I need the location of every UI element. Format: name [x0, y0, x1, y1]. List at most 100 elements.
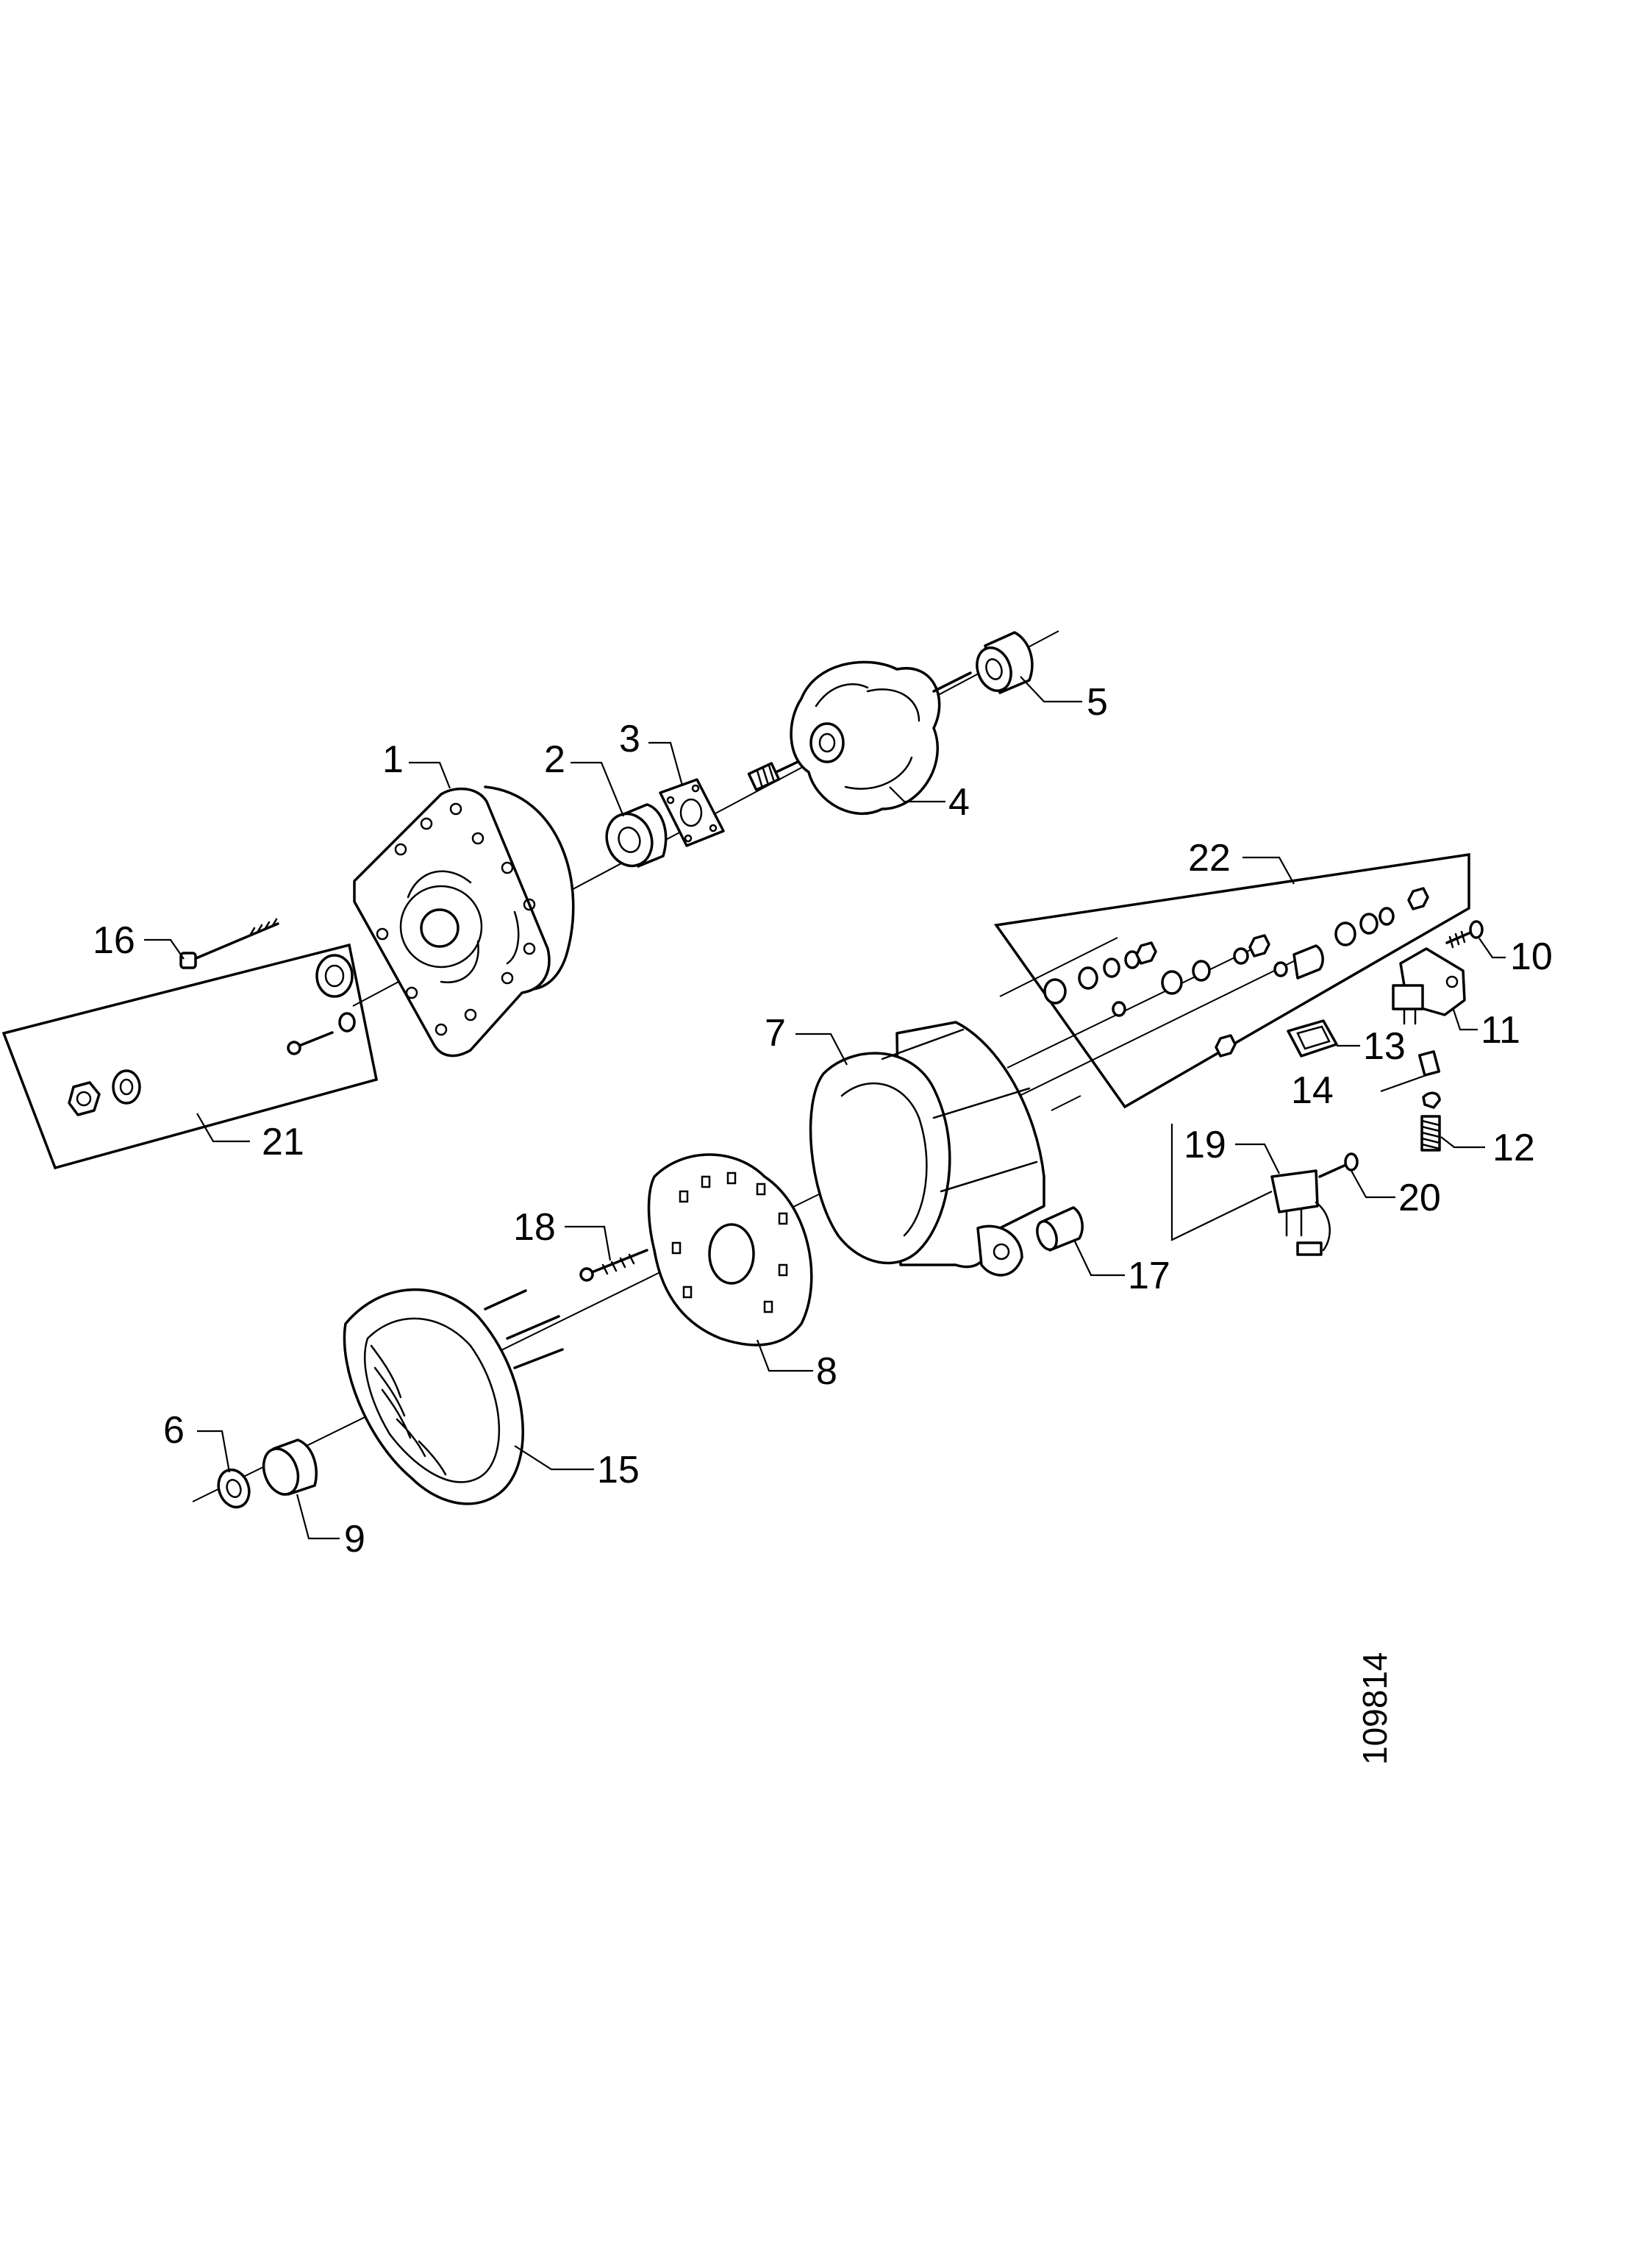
callout-19: 19 [1184, 1124, 1226, 1166]
regulator-gasket [1287, 1019, 1338, 1058]
retainer-hole [666, 796, 675, 805]
bracket-spoke-right [506, 910, 520, 965]
regulator-block [1392, 984, 1424, 1010]
diode [701, 1175, 711, 1188]
callout-4: 4 [948, 781, 970, 824]
holder-screw-head [1344, 1152, 1359, 1172]
kit-nut-bore [76, 1091, 92, 1107]
rotor-shaft-rear [932, 671, 972, 693]
through-bolt [179, 918, 279, 969]
rotor [747, 660, 972, 816]
through-bolt-thread [248, 918, 278, 937]
brush-holder-leads [1285, 1208, 1303, 1237]
stator-lead [513, 1348, 564, 1369]
regulator-screw-head [1469, 920, 1484, 939]
retainer-hole [709, 824, 718, 832]
regulator-pins [1403, 1008, 1417, 1025]
kit-washer [1233, 947, 1249, 965]
callout-1: 1 [382, 738, 404, 781]
brush-holder [1270, 1169, 1331, 1256]
bearing-face [605, 812, 654, 868]
stator-laminations [370, 1344, 447, 1476]
kit-nut [1135, 941, 1157, 965]
kit-nut [1407, 887, 1429, 910]
regulator-hole [1445, 975, 1459, 988]
bracket-hole [449, 802, 462, 816]
callout-15: 15 [597, 1449, 640, 1491]
bushing-face [262, 1447, 300, 1496]
sleeve-face [1036, 1220, 1058, 1251]
retainer-hole [691, 784, 700, 793]
kit-washer [1192, 960, 1211, 982]
callout-3: 3 [619, 718, 640, 760]
holder-screw-shank [1318, 1162, 1351, 1178]
rotor-claw-finger [844, 756, 913, 790]
leader-15 [514, 1445, 594, 1471]
bushing [262, 1438, 318, 1496]
rotor-claw-finger [815, 683, 869, 707]
kit-washer [1379, 907, 1395, 926]
diode [778, 1263, 788, 1277]
rear-bearing-bore [985, 658, 1003, 680]
leader-16 [144, 938, 185, 960]
rectifier-screw-shank [587, 1249, 648, 1275]
bracket-spoke-upper [407, 870, 472, 899]
callout-11: 11 [1481, 1009, 1520, 1052]
stator-lead [506, 1315, 560, 1340]
rectifier-center-bore [708, 1223, 755, 1285]
diode [778, 1212, 788, 1225]
retainer-plate-bore [679, 798, 703, 827]
callout-labels: 1 2 3 4 5 6 7 8 9 10 11 12 13 14 15 16 1… [93, 681, 1553, 1561]
spring-coils [1420, 1119, 1441, 1150]
leader-22 [1242, 856, 1295, 885]
leader-7 [795, 1033, 848, 1066]
diode [671, 1241, 682, 1255]
kit-insulator [1292, 944, 1324, 980]
callout-5: 5 [1087, 681, 1108, 724]
bracket-hole [501, 971, 514, 985]
callout-17: 17 [1128, 1255, 1170, 1297]
callout-8: 8 [816, 1350, 837, 1393]
bracket-hole [471, 832, 484, 845]
bracket-hole [376, 927, 389, 941]
rotor-thread-lines [756, 764, 775, 787]
housing-rib [940, 1160, 1038, 1193]
kit-screw [294, 1031, 334, 1049]
diode [756, 1183, 766, 1196]
kit-21-outline [1, 943, 379, 1170]
leader-3 [648, 741, 684, 786]
leader-1 [409, 761, 451, 789]
bracket-hole [435, 1023, 448, 1036]
bearing-bore [618, 827, 641, 853]
housing-inner-rim [840, 1082, 928, 1237]
rotor-hub [809, 722, 845, 763]
brush-holder-terminal [1296, 1241, 1323, 1256]
stator-outer-ring [343, 1288, 524, 1505]
kit-washer-bore [119, 1078, 134, 1096]
gasket-outer [1287, 1019, 1338, 1058]
kit-washer [1334, 921, 1356, 946]
through-bolt-shank [191, 922, 279, 961]
callout-14: 14 [1291, 1069, 1334, 1112]
leader-11 [1451, 1007, 1478, 1031]
retainer-hole [684, 834, 693, 843]
callout-2: 2 [544, 738, 565, 781]
leader-10 [1478, 938, 1506, 959]
rectifier-screw [579, 1249, 648, 1282]
diode [679, 1190, 689, 1203]
callout-12: 12 [1492, 1127, 1535, 1169]
rotor-claw-pole [790, 660, 941, 816]
regulator-screw-thread [1448, 930, 1466, 949]
terminal-axis [999, 937, 1118, 997]
brush-holder-screw [1318, 1152, 1359, 1178]
kit-nut [68, 1081, 101, 1116]
kit-washer [112, 1069, 141, 1105]
gasket-inner [1296, 1025, 1331, 1050]
rear-small-bearing [217, 1468, 251, 1509]
bracket-bore [420, 908, 460, 948]
kit-nut [1215, 1034, 1237, 1058]
diode [682, 1285, 693, 1299]
leader-8 [756, 1339, 813, 1372]
rear-housing [809, 1021, 1045, 1277]
